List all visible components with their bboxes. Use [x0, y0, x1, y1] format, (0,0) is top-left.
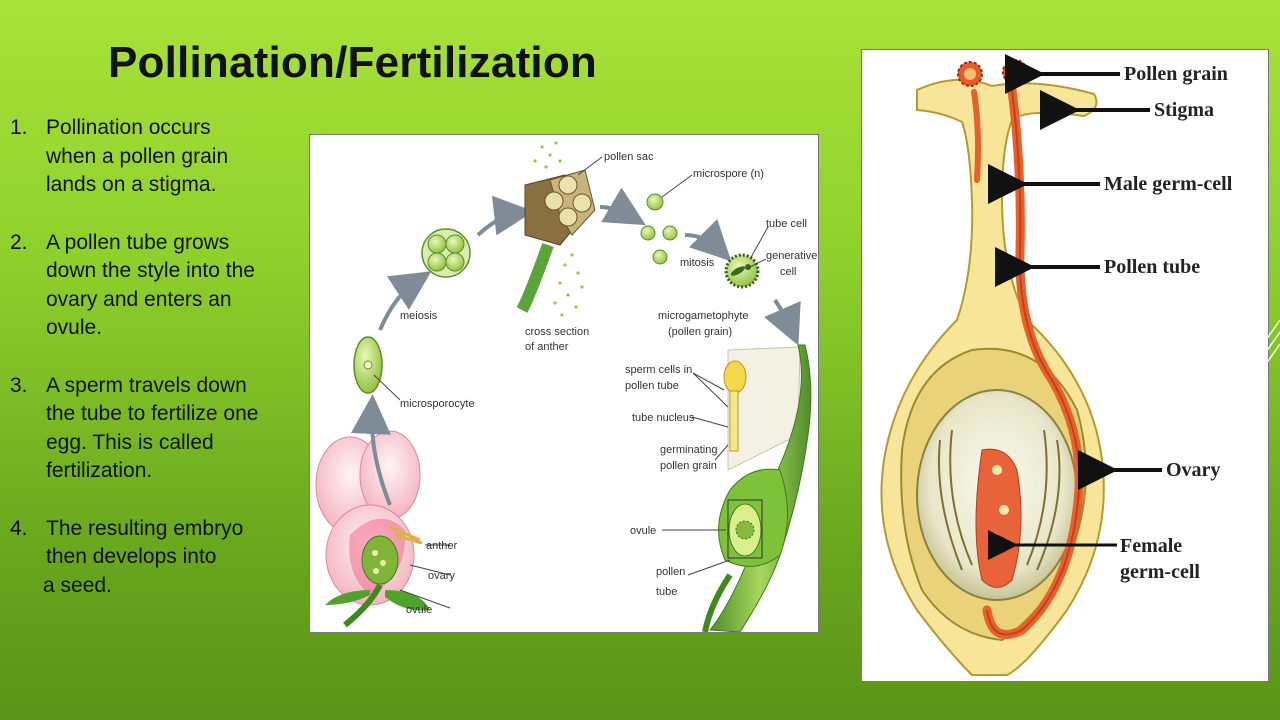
step-line: fertilization.: [46, 459, 153, 482]
ovary-section-diagram: Pollen grain Stigma Male germ-cell Polle…: [861, 49, 1269, 682]
label-pollen-tube-1: pollen: [656, 566, 685, 578]
label-germinating-2: pollen grain: [660, 460, 717, 472]
pollen-grain-cell: [724, 253, 760, 289]
label-microgametophyte-2: (pollen grain): [668, 326, 732, 338]
step-line: lands on a stigma.: [46, 173, 217, 196]
flower-illustration: [315, 430, 430, 628]
step-line: The resulting embryo: [46, 516, 244, 540]
step-item: 3. A sperm travels down the tube to fert…: [10, 372, 300, 486]
label-germinating-1: germinating: [660, 444, 717, 456]
step-line: A pollen tube grows: [46, 230, 230, 254]
step-item: 1. Pollination occurs when a pollen grai…: [10, 114, 300, 200]
anther-cross-section: [516, 169, 596, 313]
microspores: [640, 193, 678, 265]
steps-list: 1. Pollination occurs when a pollen grai…: [10, 114, 300, 629]
label-stigma: Stigma: [1154, 99, 1214, 121]
label-cross-section-2: of anther: [525, 341, 569, 353]
slide-title: Pollination/Fertilization: [108, 38, 597, 87]
label-male-germ-cell: Male germ-cell: [1104, 173, 1233, 195]
pistil-body: [880, 59, 1105, 676]
step-line: egg. This is called: [46, 430, 214, 454]
label-female-germ-cell-1: Female: [1120, 535, 1182, 557]
step-line: Pollination occurs: [46, 116, 211, 139]
label-tube-cell: tube cell: [766, 218, 807, 230]
life-cycle-diagram: anther ovary ovule microsporocyte meiosi…: [309, 134, 819, 633]
label-ovule-flower: ovule: [406, 604, 432, 616]
step-item: 4. The resulting embryo then develops in…: [10, 515, 300, 601]
step-line: ovary and enters an: [46, 287, 232, 311]
step-line: down the style into the: [46, 259, 255, 282]
label-sperm-cells-1: sperm cells in: [625, 364, 692, 376]
step-line: a seed.: [43, 573, 112, 597]
label-pollen-tube: Pollen tube: [1104, 256, 1200, 278]
label-pollen-sac: pollen sac: [604, 151, 654, 163]
step-line: the tube to fertilize one: [46, 402, 259, 425]
step-line: then develops into: [46, 545, 217, 568]
label-ovule-pistil: ovule: [630, 525, 656, 537]
label-mitosis: mitosis: [680, 257, 715, 269]
step-line: ovule.: [46, 316, 103, 339]
step-number: 2.: [10, 230, 28, 254]
label-microsporocyte: microsporocyte: [400, 398, 475, 410]
label-generative-2: cell: [780, 266, 797, 278]
label-female-germ-cell-2: germ-cell: [1120, 561, 1200, 583]
step-line: when a pollen grain: [46, 144, 229, 168]
label-pollen-grain: Pollen grain: [1124, 63, 1228, 85]
step-line: A sperm travels down: [46, 373, 247, 397]
step-number: 4.: [10, 516, 28, 540]
label-microspore: microspore (n): [693, 168, 764, 180]
step-number: 1.: [10, 116, 28, 139]
label-generative-1: generative: [766, 250, 817, 262]
label-pollen-tube-2: tube: [656, 586, 677, 598]
pistil-illustration: [702, 344, 812, 632]
step-number: 3.: [10, 373, 28, 397]
label-cross-section-1: cross section: [525, 326, 589, 338]
label-ovary: Ovary: [1166, 459, 1220, 481]
label-tube-nucleus: tube nucleus: [632, 412, 695, 424]
pollen-dust: [533, 141, 584, 317]
label-sperm-cells-2: pollen tube: [625, 380, 679, 392]
label-ovary: ovary: [428, 570, 455, 582]
decorative-lines: [1266, 320, 1280, 365]
label-anther: anther: [426, 540, 458, 552]
label-meiosis: meiosis: [400, 310, 438, 322]
label-microgametophyte-1: microgametophyte: [658, 310, 749, 322]
step-item: 2. A pollen tube grows down the style in…: [10, 229, 300, 343]
tetrad-cells: [421, 228, 471, 278]
